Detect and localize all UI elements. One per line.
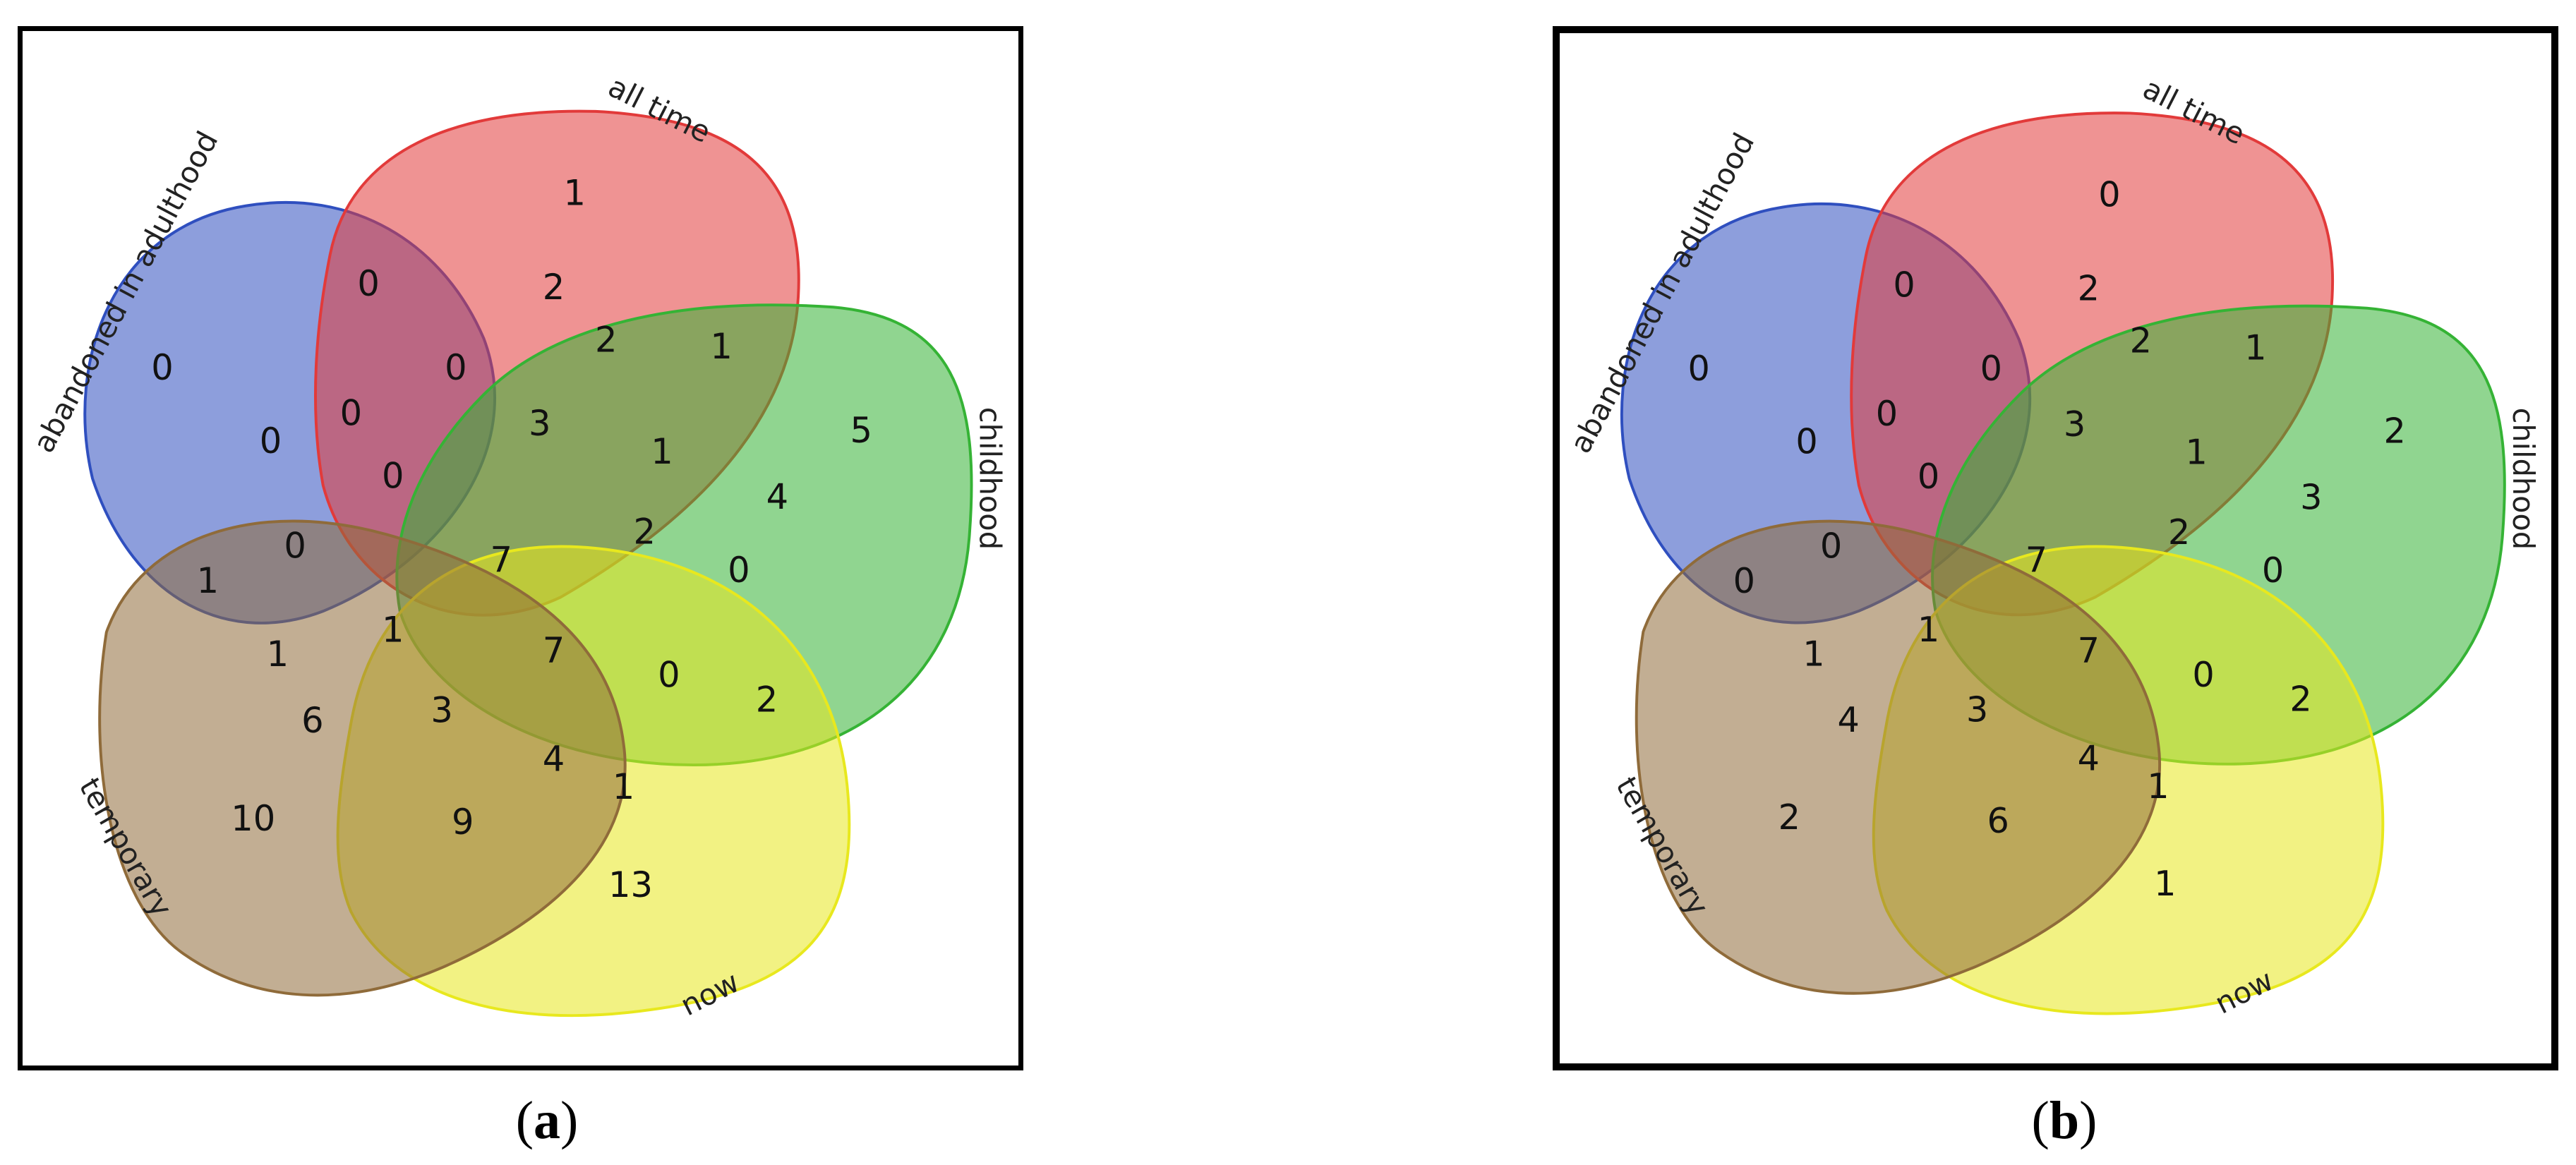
caption-b-letter: b: [2049, 1091, 2080, 1150]
region-count: 9: [452, 802, 474, 843]
region-count: 1: [2244, 327, 2266, 368]
region-count: 1: [2185, 431, 2207, 472]
region-count: 2: [2289, 679, 2311, 720]
region-count: 0: [340, 392, 362, 433]
region-count: 1: [710, 326, 732, 367]
region-count: 3: [2300, 476, 2322, 517]
region-count: 1: [1802, 633, 1824, 674]
region-count: 10: [231, 798, 275, 839]
region-count: 0: [2192, 654, 2214, 695]
caption-a-letter: a: [534, 1091, 560, 1150]
region-count: 2: [2078, 267, 2100, 308]
region-count: 1: [267, 634, 289, 675]
region-count: 2: [2383, 411, 2405, 452]
set-label-childhood: childhood: [2506, 408, 2540, 550]
region-count: 0: [1688, 348, 1710, 389]
region-count: 2: [595, 319, 617, 360]
region-count: 2: [756, 679, 778, 720]
region-count: 1: [1918, 609, 1939, 650]
region-count: 1: [2154, 863, 2176, 904]
region-count: 0: [1820, 525, 1842, 566]
region-count: 2: [1778, 797, 1800, 838]
region-count: 0: [382, 455, 404, 496]
caption-a: (a): [515, 1091, 579, 1150]
region-count: 0: [1893, 265, 1915, 306]
region-count: 2: [2130, 320, 2152, 361]
region-count: 0: [445, 347, 467, 388]
region-count: 2: [634, 512, 656, 553]
region-count: 4: [543, 739, 565, 780]
region-count: 0: [728, 550, 750, 591]
set-shape-temporary: [98, 519, 627, 997]
region-count: 5: [850, 410, 872, 451]
region-count: 4: [766, 476, 788, 517]
region-count: 3: [2064, 404, 2086, 445]
region-count: 3: [1966, 689, 1988, 730]
region-count: 6: [1987, 800, 2009, 841]
caption-b: (b): [2031, 1091, 2097, 1150]
region-count: 1: [563, 172, 585, 213]
region-count: 3: [431, 689, 452, 730]
region-count: 4: [1837, 699, 1859, 740]
region-count: 1: [382, 609, 404, 650]
region-count: 7: [543, 630, 565, 671]
region-count: 1: [197, 560, 219, 601]
region-count: 0: [1980, 348, 2002, 389]
region-count: 2: [2168, 512, 2190, 553]
region-count: 1: [613, 766, 634, 807]
region-count: 1: [651, 431, 673, 472]
region-count: 3: [529, 403, 550, 444]
region-count: 0: [1733, 560, 1755, 601]
region-count: 0: [357, 263, 379, 304]
region-count: 4: [2078, 737, 2100, 778]
region-count: 7: [490, 539, 512, 580]
region-count: 7: [2026, 539, 2047, 580]
region-count: 2: [543, 267, 565, 308]
region-count: 7: [2078, 629, 2100, 670]
region-count: 0: [1876, 393, 1898, 434]
region-count: 0: [260, 421, 282, 461]
set-shape-temporary: [1635, 519, 2161, 995]
region-count: 0: [658, 655, 680, 696]
region-count: 0: [2262, 550, 2284, 591]
region-count: 13: [608, 864, 653, 905]
region-count: 1: [2147, 766, 2169, 807]
region-count: 0: [284, 525, 306, 566]
region-count: 0: [1795, 421, 1817, 462]
region-count: 0: [1918, 456, 1939, 497]
set-label-childhood: childhood: [973, 407, 1008, 550]
region-count: 0: [151, 347, 173, 388]
region-count: 6: [301, 700, 323, 741]
region-count: 0: [2098, 174, 2120, 215]
